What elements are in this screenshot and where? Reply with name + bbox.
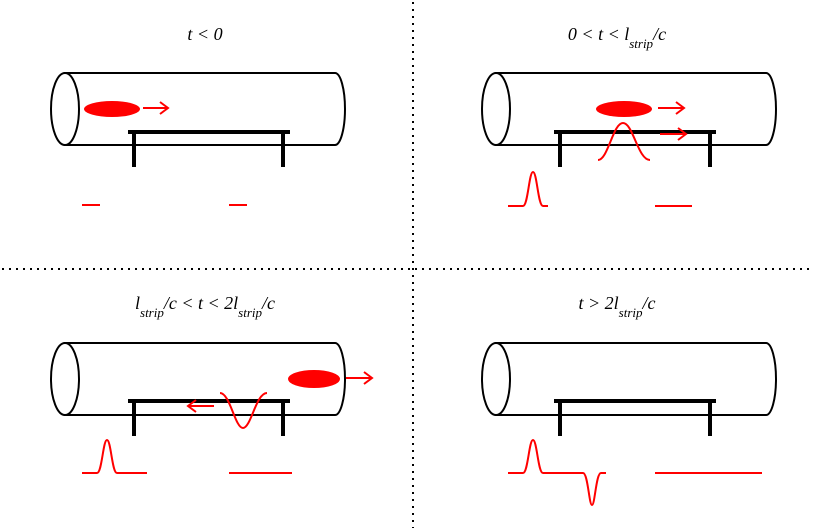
pulse-waveform <box>597 121 651 161</box>
beam-pipe <box>495 342 777 416</box>
direction-arrow <box>660 127 688 141</box>
upstream-signal-trace <box>82 438 147 474</box>
beam-pipe <box>64 72 346 146</box>
direction-arrow <box>658 101 686 115</box>
stripline-electrode <box>128 130 290 167</box>
beam-pipe-entrance <box>481 72 511 146</box>
beam-pipe <box>64 342 346 416</box>
panel-title: lstrip/c < t < 2lstrip/c <box>135 293 275 320</box>
upstream-signal-trace <box>508 170 548 207</box>
panel-title: t > 2lstrip/c <box>579 293 656 320</box>
panel-title: 0 < t < lstrip/c <box>568 24 666 51</box>
stripline-electrode <box>554 399 716 436</box>
pulse-waveform <box>219 392 268 430</box>
beam-pipe-entrance <box>481 342 511 416</box>
panel-t-lt-0: t < 0 <box>50 24 346 206</box>
upstream-signal-trace <box>508 438 606 507</box>
beam-pipe-entrance <box>50 72 80 146</box>
direction-arrow <box>346 371 374 385</box>
bunch-ellipse <box>596 101 652 117</box>
stripline-electrode <box>128 399 290 436</box>
stripline-electrode <box>554 130 716 167</box>
panel-title: t < 0 <box>187 24 222 44</box>
panel-transit: 0 < t < lstrip/c <box>481 24 777 207</box>
beam-pipe-entrance <box>50 342 80 416</box>
direction-arrow <box>186 399 214 413</box>
bunch-ellipse <box>288 370 340 388</box>
panel-reflection: lstrip/c < t < 2lstrip/c <box>50 293 374 474</box>
bunch-ellipse <box>84 101 140 117</box>
panel-after: t > 2lstrip/c <box>481 293 777 507</box>
direction-arrow <box>143 101 170 115</box>
